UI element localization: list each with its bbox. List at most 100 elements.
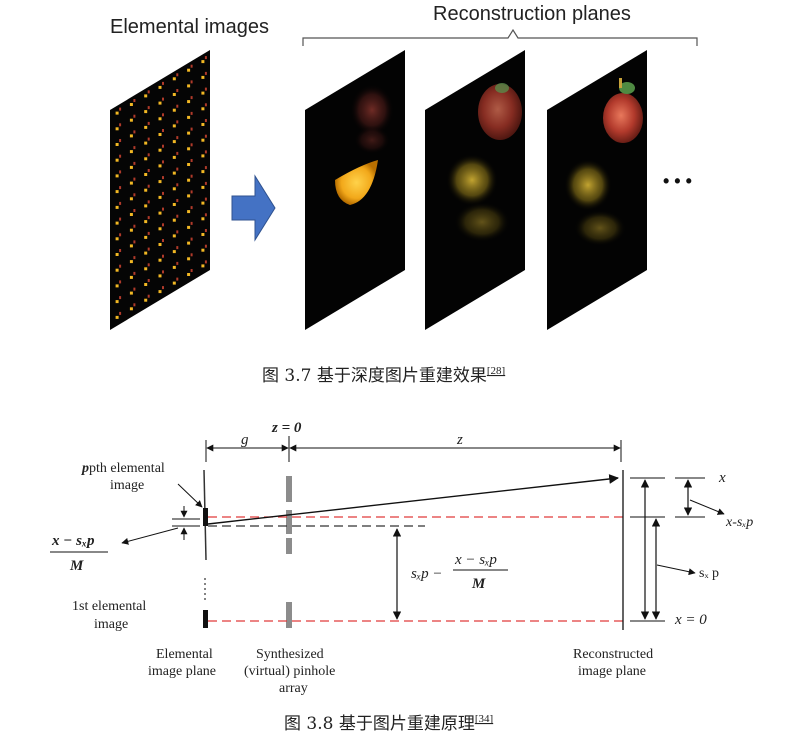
elemental-dot-red: [133, 114, 136, 118]
elemental-dot-red: [162, 113, 164, 117]
elemental-dot: [129, 197, 133, 201]
elemental-dot: [187, 241, 191, 245]
elemental-dot-red: [190, 190, 193, 194]
elemental-dot-red: [190, 221, 193, 225]
elemental-dot-red: [176, 151, 179, 155]
pth-label-rest: pth elemental: [89, 461, 165, 476]
elemental-dot-red: [133, 161, 136, 165]
projection-ray: [207, 474, 619, 525]
elemental-dot: [158, 164, 162, 168]
elemental-dot-red: [204, 229, 207, 232]
elemental-dot: [158, 133, 162, 136]
recon-plane-label-2: image plane: [578, 664, 646, 679]
elemental-dot-red: [190, 269, 193, 272]
elemental-dot-red: [204, 181, 207, 185]
elemental-dot: [158, 290, 162, 294]
reconstruction-plane-1: [305, 50, 405, 330]
elemental-dot-red: [162, 286, 164, 290]
elemental-dot-red: [133, 209, 136, 212]
elemental-dot-red: [190, 143, 193, 147]
elemental-dot-red: [147, 169, 150, 172]
reconstruction-planes-label: Reconstruction planes: [433, 3, 631, 25]
elemental-dot-red: [133, 193, 136, 197]
z-label: z: [456, 432, 463, 448]
elemental-dot: [172, 203, 176, 206]
elemental-dot-red: [204, 150, 207, 154]
elemental-dot-red: [162, 176, 164, 180]
elemental-dot: [144, 94, 148, 98]
first-label-line2: image: [94, 617, 128, 632]
elemental-dot-red: [176, 136, 179, 140]
elemental-dot: [115, 174, 119, 178]
figure-3-7-caption: 图 3.7 基于深度图片重建效果[28]: [262, 365, 505, 386]
elemental-dot-red: [147, 184, 150, 188]
first-label-line1: 1st elemental: [72, 599, 146, 614]
elemental-dot-red: [204, 87, 207, 91]
elemental-dot: [172, 281, 176, 285]
elemental-dot: [201, 170, 205, 174]
elemental-dot: [187, 115, 191, 119]
elemental-dot-red: [190, 253, 193, 257]
g-label: g: [241, 432, 249, 448]
elemental-dot-red: [204, 103, 207, 107]
elemental-dot-red: [190, 174, 193, 178]
elemental-images-panel: [110, 50, 210, 330]
elemental-dot-red: [176, 214, 179, 218]
synth-plane-label-2: (virtual) pinhole: [244, 664, 335, 679]
elemental-dot-grid: [115, 56, 207, 319]
elemental-dot: [172, 77, 176, 81]
elemental-dot: [129, 181, 133, 185]
elemental-dot: [172, 250, 176, 254]
formula-left-denominator: M: [69, 558, 84, 574]
formula-mid-numerator: x − sₓp: [454, 552, 497, 568]
elemental-dot-red: [190, 127, 193, 131]
elemental-dot-red: [119, 296, 122, 300]
figure-3-7-caption-text: 图 3.7 基于深度图片重建效果: [262, 366, 487, 386]
elemental-dot: [201, 91, 205, 95]
pinhole-bar-4: [286, 602, 292, 628]
elemental-dot-red: [147, 106, 150, 110]
elemental-dot-red: [133, 240, 136, 244]
elemental-dot: [115, 190, 119, 194]
elemental-dot: [158, 195, 162, 199]
elemental-dot-red: [176, 230, 179, 234]
elemental-dot: [172, 218, 176, 222]
elemental-dot-red: [176, 167, 179, 171]
elemental-dot: [201, 123, 205, 126]
left-formula-pointer: [121, 527, 179, 545]
elemental-dot-red: [119, 123, 122, 127]
elemental-dot-red: [162, 207, 164, 211]
elemental-dot: [158, 180, 162, 184]
elemental-dot: [115, 300, 119, 304]
elemental-dot-red: [162, 129, 164, 132]
elemental-dot: [129, 228, 133, 232]
elemental-dot: [115, 315, 119, 319]
elemental-dot: [144, 110, 148, 114]
elemental-dot: [144, 283, 148, 286]
elemental-dot-red: [119, 170, 122, 174]
elemental-dot: [201, 217, 205, 221]
elemental-dot-red: [133, 256, 136, 260]
elemental-dot: [201, 248, 205, 252]
x-minus-sxp-pointer: [689, 499, 725, 515]
elemental-dot-red: [119, 201, 122, 205]
elemental-dot-red: [190, 80, 193, 84]
elemental-dot-red: [162, 270, 164, 274]
elemental-dot: [115, 205, 119, 209]
elemental-dot: [144, 125, 148, 129]
elemental-dot-red: [162, 160, 164, 164]
formula-left-numerator: x − sₓp: [51, 533, 95, 549]
elemental-dot-red: [190, 64, 193, 68]
elemental-dot: [158, 243, 162, 246]
elemental-dot: [172, 155, 176, 159]
elemental-dot-red: [204, 213, 207, 217]
elemental-dot: [187, 194, 191, 198]
elemental-dot-red: [119, 311, 122, 315]
reconstruction-plane-2: [425, 50, 525, 330]
elemental-dot-red: [133, 99, 136, 102]
elemental-dot: [201, 185, 205, 189]
elemental-dot: [144, 251, 148, 255]
elemental-dot: [144, 220, 148, 224]
figure-3-7-ref: [28]: [487, 365, 505, 377]
